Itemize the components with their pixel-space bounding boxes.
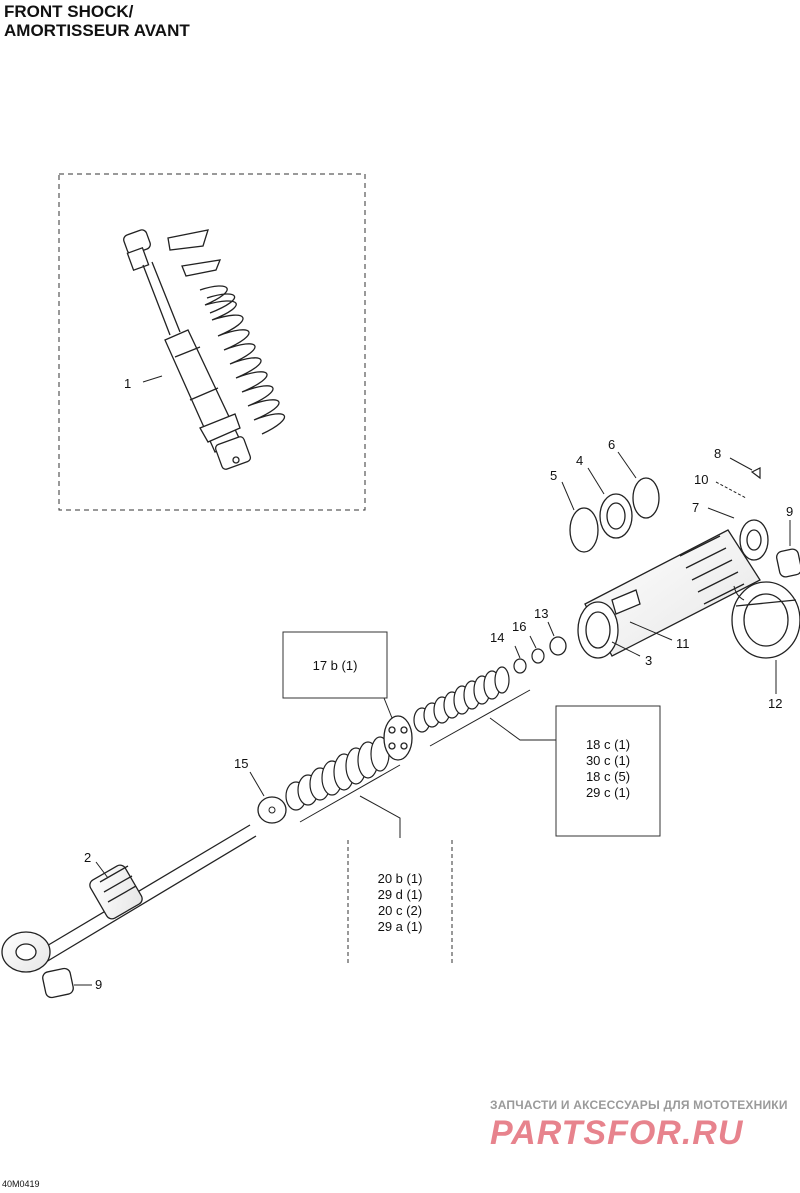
leader-7 <box>707 507 735 519</box>
leader-2 <box>95 861 109 879</box>
callout-14: 14 <box>490 630 504 645</box>
callout-13: 13 <box>534 606 548 621</box>
callout-11: 11 <box>676 636 690 651</box>
watermark-logo: PARTSFOR.RU <box>490 1114 744 1152</box>
leader-8 <box>729 457 753 471</box>
leader-15 <box>249 771 265 797</box>
shim-stack-upper <box>413 666 510 733</box>
leader-4 <box>587 467 605 495</box>
callout-16: 16 <box>512 619 526 634</box>
callout-9-upper: 9 <box>786 504 793 519</box>
bearing-part-4 <box>599 493 633 539</box>
leader-16 <box>529 635 537 649</box>
shaft-eyelet-part-2 <box>1 824 257 973</box>
leader-5 <box>561 481 575 511</box>
callout-10: 10 <box>694 472 708 487</box>
watermark-tagline: ЗАПЧАСТИ И АКСЕССУАРЫ ДЛЯ МОТОТЕХНИКИ <box>490 1098 788 1112</box>
callout-3: 3 <box>645 653 652 668</box>
shim-stack-lower <box>285 736 390 811</box>
drawing-code: 40M0419 <box>2 1179 40 1189</box>
leader-3 <box>611 641 641 657</box>
box-20-line-3: 20 c (2) <box>377 903 423 918</box>
oring-part-5 <box>569 507 599 553</box>
assembled-shock-drawing <box>123 229 285 470</box>
assembly-inset-box <box>58 173 366 511</box>
oring-part-6 <box>632 477 660 519</box>
box-17-text: 17 b (1) <box>283 658 387 674</box>
box-18-line-4: 29 c (1) <box>585 785 631 800</box>
callout-2: 2 <box>84 850 91 865</box>
box-18-line-1: 18 c (1) <box>585 737 631 752</box>
shock-body-part-3 <box>577 519 769 659</box>
bushing-part-9-upper <box>776 548 800 578</box>
leader-6 <box>617 451 637 479</box>
callout-12: 12 <box>768 696 782 711</box>
nut-part-13 <box>549 636 567 656</box>
washer-part-14 <box>513 658 527 674</box>
arrow-12-to-body <box>733 585 745 601</box>
bushing-part-9-lower <box>42 967 74 999</box>
bracket-piston <box>383 697 393 719</box>
callout-5: 5 <box>550 468 557 483</box>
title-line-1: FRONT SHOCK/ <box>4 2 134 21</box>
box-18-text: 18 c (1) 30 c (1) 18 c (5) 29 c (1) <box>556 737 660 801</box>
fitting-part-8 <box>750 467 761 480</box>
title-line-2: AMORTISSEUR AVANT <box>4 21 190 40</box>
piston-part-17 <box>383 715 413 761</box>
diagram-title: FRONT SHOCK/ AMORTISSEUR AVANT <box>4 2 190 40</box>
bracket-upper-stack <box>429 689 556 747</box>
callout-1: 1 <box>124 376 131 391</box>
box-20-line-2: 29 d (1) <box>377 887 423 902</box>
callout-15: 15 <box>234 756 248 771</box>
box-20-line-1: 20 b (1) <box>377 871 423 886</box>
callout-4: 4 <box>576 453 583 468</box>
leader-1 <box>142 375 163 383</box>
leader-10 <box>715 481 747 499</box>
box-17-frame <box>282 631 388 699</box>
box-18-line-2: 30 c (1) <box>585 753 631 768</box>
callout-9-lower: 9 <box>95 977 102 992</box>
washer-part-16 <box>531 648 545 664</box>
box-20-text: 20 b (1) 29 d (1) 20 c (2) 29 a (1) <box>348 871 452 935</box>
callout-7: 7 <box>692 500 699 515</box>
callout-6: 6 <box>608 437 615 452</box>
leader-13 <box>547 621 555 637</box>
callout-8: 8 <box>714 446 721 461</box>
box-18-frame <box>555 705 661 837</box>
bracket-lower-stack <box>299 764 401 838</box>
box-20-frame <box>347 840 453 966</box>
leader-11 <box>629 621 673 641</box>
leader-14 <box>514 645 521 659</box>
spring-seat-part-12 <box>731 581 800 659</box>
box-18-line-3: 18 c (5) <box>585 769 631 784</box>
box-20-line-4: 29 a (1) <box>377 919 423 934</box>
box-17-line: 17 b (1) <box>312 658 358 673</box>
